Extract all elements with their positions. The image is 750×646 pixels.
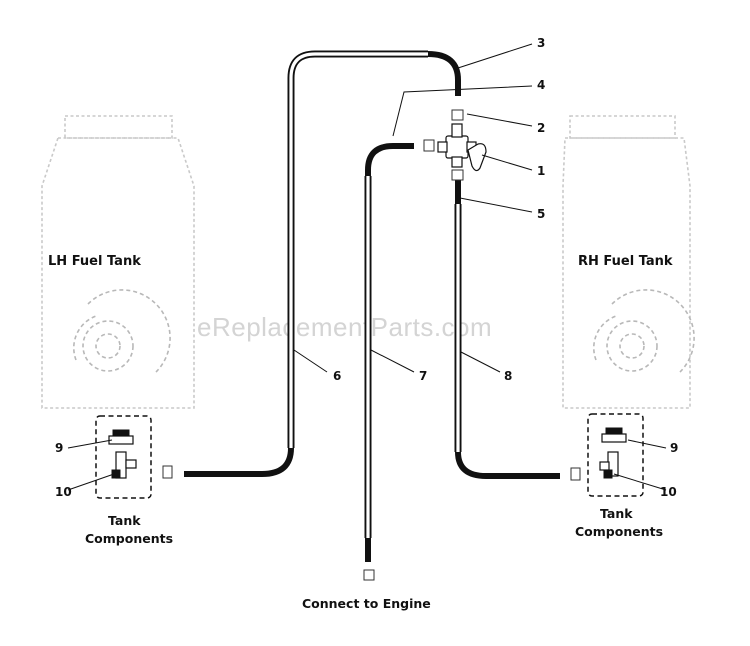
hose-7 <box>364 143 414 562</box>
rh-fuel-tank-title: RH Fuel Tank <box>578 254 673 269</box>
hose-clips <box>162 109 581 581</box>
callout-10-right: 10 <box>660 485 677 499</box>
callout-6: 6 <box>333 369 341 383</box>
callout-10-left: 10 <box>55 485 72 499</box>
hose-8 <box>454 180 560 479</box>
callout-7: 7 <box>419 369 427 383</box>
lh-tank-components-line2: Components <box>85 531 173 546</box>
fuel-shutoff-valve <box>437 123 487 172</box>
callout-9-left: 9 <box>55 441 63 455</box>
callout-8: 8 <box>504 369 512 383</box>
callout-leaders <box>67 43 667 491</box>
lh-tank-components: Tank Components <box>85 415 173 546</box>
rh-tank-components-line2: Components <box>575 524 663 539</box>
watermark-text: eReplacementParts.com <box>197 312 492 342</box>
callout-4: 4 <box>537 78 545 92</box>
rh-tank-components-line1: Tank <box>600 506 633 521</box>
hose-6 <box>184 50 461 477</box>
callout-1: 1 <box>537 164 545 178</box>
callout-2: 2 <box>537 121 545 135</box>
lh-tank-components-line1: Tank <box>108 513 141 528</box>
connect-to-engine-caption: Connect to Engine <box>302 596 431 611</box>
callout-9-right: 9 <box>670 441 678 455</box>
callout-5: 5 <box>537 207 545 221</box>
rh-tank-components: Tank Components <box>575 413 663 539</box>
callout-numbers: 3 4 2 1 5 6 7 8 9 10 9 10 <box>55 36 678 499</box>
rh-fuel-tank: RH Fuel Tank <box>562 115 695 409</box>
callout-3: 3 <box>537 36 545 50</box>
lh-fuel-tank: LH Fuel Tank <box>41 115 195 409</box>
lh-fuel-tank-title: LH Fuel Tank <box>48 254 141 269</box>
